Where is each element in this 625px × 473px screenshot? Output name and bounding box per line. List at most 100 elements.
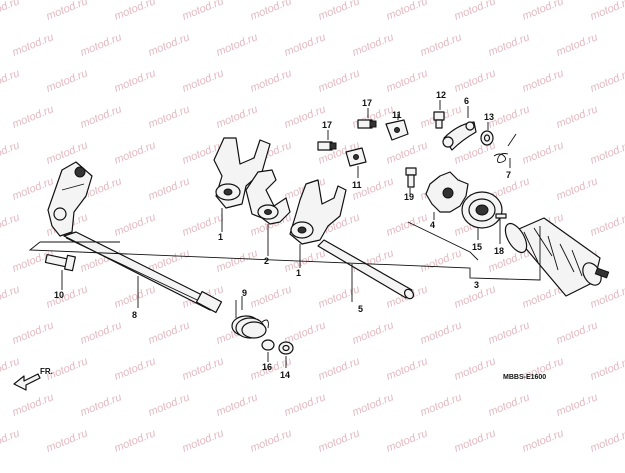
return-spring-part-9[interactable]	[231, 300, 269, 339]
watermark-text: motod.ru	[521, 67, 566, 94]
watermark-text: motod.ru	[113, 0, 158, 23]
watermark-text: motod.ru	[351, 319, 396, 346]
watermark-text: motod.ru	[11, 31, 56, 58]
watermark-text: motod.ru	[283, 391, 328, 418]
callout-17-left: 17	[322, 120, 332, 130]
watermark-text: motod.ru	[0, 355, 21, 382]
watermark-text: motod.ru	[147, 319, 192, 346]
watermark-text: motod.ru	[317, 283, 362, 310]
watermark-text: motod.ru	[385, 211, 430, 238]
watermark-text: motod.ru	[0, 0, 21, 23]
bolt-part-10[interactable]	[44, 253, 76, 272]
callout-labels: 1 2 1 3 4 5 6 7 8 9 10 11 11 12 13 14 15…	[54, 90, 511, 380]
front-direction-indicator: FR.	[13, 367, 53, 391]
watermark-text: motod.ru	[113, 283, 158, 310]
callout-1-left: 1	[218, 232, 223, 242]
watermark-text: motod.ru	[453, 67, 498, 94]
watermark-text: motod.ru	[215, 391, 260, 418]
shift-fork-center-part-2[interactable]	[245, 169, 291, 225]
watermark-text: motod.ru	[181, 0, 226, 23]
plate-bottom-part-11[interactable]	[345, 147, 367, 167]
watermark-text: motod.ru	[215, 247, 260, 274]
shift-fork-right-part-1[interactable]	[289, 179, 347, 245]
watermark-text: motod.ru	[11, 319, 56, 346]
watermark-text: motod.ru	[385, 355, 430, 382]
watermark-text: motod.ru	[45, 0, 90, 23]
watermark-text: motod.ru	[453, 427, 498, 454]
bolt-top-part-17[interactable]	[357, 119, 377, 129]
watermark-text: motod.ru	[11, 175, 56, 202]
watermark-text: motod.ru	[555, 391, 600, 418]
watermark-text: motod.ru	[0, 427, 21, 454]
bolt-left-part-17[interactable]	[317, 141, 337, 151]
watermark-text: motod.ru	[419, 31, 464, 58]
watermark-text: motod.ru	[0, 211, 21, 238]
plate-top-part-11[interactable]	[385, 119, 409, 141]
watermark-text: motod.ru	[589, 427, 625, 454]
watermark-text: motod.ru	[45, 427, 90, 454]
watermark-text: motod.ru	[79, 391, 124, 418]
shift-drum-part-3[interactable]	[501, 217, 610, 297]
watermark-text: motod.ru	[419, 391, 464, 418]
watermark-text: motod.ru	[589, 211, 625, 238]
bolt-part-19[interactable]	[405, 167, 417, 188]
watermark-text: motod.ru	[45, 139, 90, 166]
washer-part-14[interactable]	[278, 341, 294, 355]
watermark-text: motod.ru	[0, 139, 21, 166]
watermark-text: motod.ru	[589, 139, 625, 166]
bolt-part-12[interactable]	[433, 111, 445, 129]
watermark-text: motod.ru	[487, 319, 532, 346]
watermark-text: motod.ru	[113, 211, 158, 238]
watermark-text: motod.ru	[521, 139, 566, 166]
watermark-text: motod.ru	[215, 103, 260, 130]
watermark-text: motod.ru	[555, 103, 600, 130]
callout-15: 15	[472, 242, 482, 252]
watermark-text: motod.ru	[11, 103, 56, 130]
watermark-text: motod.ru	[351, 391, 396, 418]
watermark-text: motod.ru	[555, 319, 600, 346]
watermark-text: motod.ru	[147, 175, 192, 202]
pin-part-18[interactable]	[495, 213, 507, 219]
gearshift-spindle-part-8[interactable]	[47, 161, 223, 314]
collar-part-13[interactable]	[480, 130, 494, 146]
watermark-text: motod.ru	[113, 355, 158, 382]
watermark-text: motod.ru	[351, 31, 396, 58]
watermark-text: motod.ru	[0, 67, 21, 94]
stopper-spring-part-7[interactable]	[493, 133, 517, 163]
stopper-arm-part-6[interactable]	[442, 121, 477, 151]
watermark-text: motod.ru	[79, 103, 124, 130]
watermark-text: motod.ru	[113, 67, 158, 94]
bearing-part-15[interactable]	[461, 191, 503, 229]
watermark-text: motod.ru	[419, 319, 464, 346]
watermark-text: motod.ru	[521, 427, 566, 454]
watermark-text: motod.ru	[215, 31, 260, 58]
callout-16: 16	[262, 362, 272, 372]
watermark-text: motod.ru	[419, 247, 464, 274]
watermark-text: motod.ru	[589, 67, 625, 94]
callout-6: 6	[464, 96, 469, 106]
callout-7: 7	[506, 170, 511, 180]
shift-fork-shaft-part-5[interactable]	[317, 239, 415, 300]
front-arrow-icon	[13, 373, 41, 391]
callout-2: 2	[264, 256, 269, 266]
collar-part-16[interactable]	[261, 339, 275, 351]
drum-center-part-4[interactable]	[425, 171, 469, 213]
callout-19: 19	[404, 192, 414, 202]
watermark-text: motod.ru	[181, 355, 226, 382]
watermark-text: motod.ru	[385, 0, 430, 23]
callout-9: 9	[242, 288, 247, 298]
watermark-text: motod.ru	[249, 0, 294, 23]
callout-8: 8	[132, 310, 137, 320]
watermark-text: motod.ru	[113, 139, 158, 166]
watermark-text: motod.ru	[249, 427, 294, 454]
watermark-text: motod.ru	[181, 427, 226, 454]
watermark-text: motod.ru	[249, 67, 294, 94]
callout-17-top: 17	[362, 98, 372, 108]
callout-11-top: 11	[392, 110, 402, 120]
callout-4: 4	[430, 220, 435, 230]
watermark-text: motod.ru	[79, 31, 124, 58]
watermark-text: motod.ru	[453, 355, 498, 382]
front-direction-label: FR.	[40, 367, 53, 376]
